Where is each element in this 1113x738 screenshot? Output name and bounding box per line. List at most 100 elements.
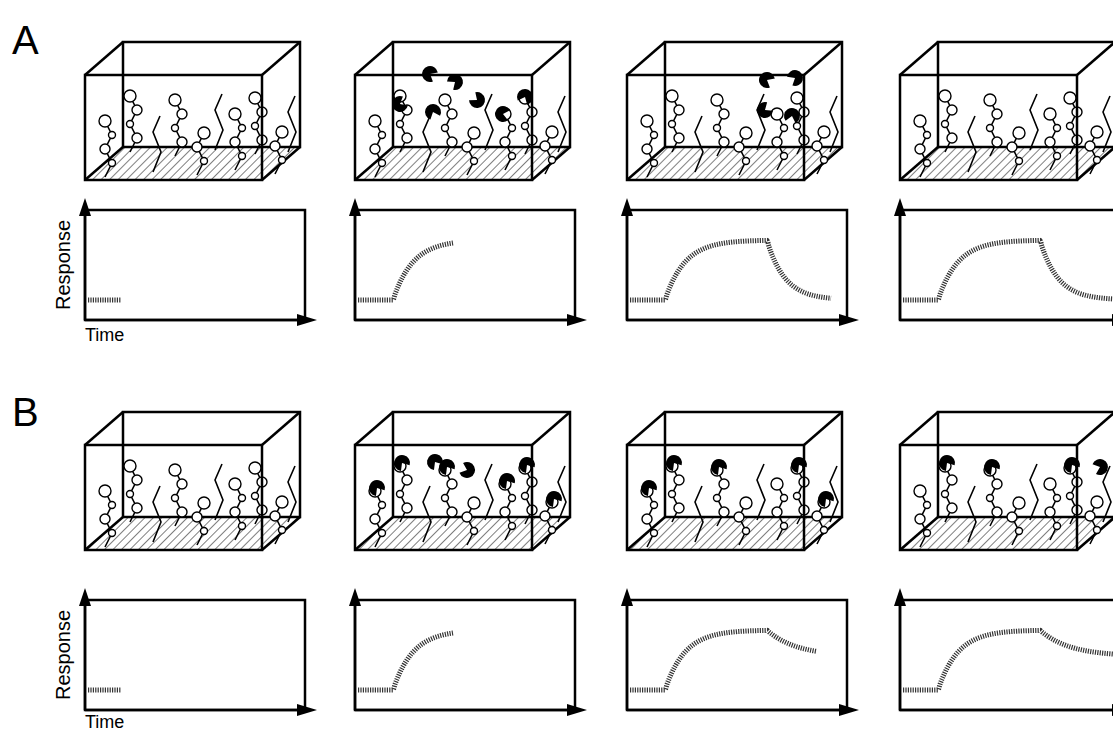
ligand-group (549, 157, 556, 164)
analyte (517, 89, 533, 105)
ligand-group (651, 530, 658, 537)
cell-edge (1077, 147, 1113, 180)
ligand-group (442, 495, 449, 502)
y-axis-arrowhead (79, 198, 91, 216)
cell-edge (804, 412, 842, 445)
cell-back-edge (665, 412, 842, 517)
ligand-group (771, 108, 783, 120)
ligand-group (369, 115, 381, 127)
sensor-surface (355, 517, 570, 550)
plot-frame (627, 600, 847, 710)
ligand-group (192, 142, 202, 152)
cell-edge (804, 517, 842, 550)
cell-front-edge (355, 445, 532, 550)
plot-frame (85, 210, 305, 320)
x-axis (627, 319, 845, 322)
ligand-group (781, 153, 788, 160)
response-curve (88, 298, 121, 303)
ligand-chain (968, 486, 976, 542)
analyte (711, 459, 727, 475)
ligand-group (740, 497, 752, 509)
cell-back-edge (393, 412, 570, 517)
x-axis-arrowhead (1112, 314, 1113, 326)
ligand-group (947, 503, 957, 513)
analyte (447, 74, 463, 90)
ligand-group (674, 503, 684, 513)
cell-edge (900, 42, 938, 75)
ligand-group (124, 90, 136, 102)
cell-edge (627, 412, 665, 445)
ligand-group (132, 105, 142, 115)
analyte (546, 491, 562, 507)
ligand-group (379, 132, 386, 139)
ligand-group (719, 479, 729, 489)
cell-back-edge (938, 42, 1113, 147)
ligand-group (540, 511, 550, 521)
ligand-group (818, 126, 830, 138)
ligand-group (522, 123, 529, 130)
response-curve (630, 630, 817, 690)
cell-front-edge (85, 75, 262, 180)
ligand-chain (153, 486, 161, 542)
ligand-group (230, 137, 240, 147)
ligand-group (734, 512, 744, 522)
ligand-group (666, 90, 678, 102)
ligand-group (132, 475, 142, 485)
cell-front-edge (627, 445, 804, 550)
y-axis (84, 208, 87, 320)
y-axis (899, 598, 902, 710)
ligand-group (740, 127, 752, 139)
ligand-chain (830, 96, 838, 152)
ligand-group (270, 511, 280, 521)
ligand-group (772, 137, 782, 147)
ligand-group (1013, 497, 1025, 509)
ligand-chain (695, 116, 703, 172)
ligand-group (252, 493, 259, 500)
ligand-chain (485, 464, 493, 520)
ligand-group (714, 495, 721, 502)
ligand-group (471, 158, 478, 165)
ligand-group (791, 92, 803, 104)
ligand-group (992, 137, 1002, 147)
cell-front-edge (900, 75, 1077, 180)
ligand-group (230, 507, 240, 517)
ligand-group (109, 132, 116, 139)
analyte (787, 70, 803, 86)
ligand-group (1016, 158, 1023, 165)
ligand-group (1064, 92, 1076, 104)
ligand-group (642, 514, 652, 524)
analyte (939, 455, 955, 471)
y-axis-arrowhead (894, 588, 906, 606)
response-curve (630, 240, 831, 300)
binding-stage (621, 42, 859, 326)
plot-frame (85, 600, 305, 710)
axis-title-y: Response (52, 220, 74, 310)
x-axis-arrowhead (567, 314, 587, 326)
ligand-group (942, 491, 949, 498)
ligand-group (169, 94, 181, 106)
plot-frame (900, 600, 1113, 710)
ligand-group (500, 137, 510, 147)
response-curve (903, 630, 1113, 690)
ligand-group (127, 491, 134, 498)
plot-frame (900, 210, 1113, 320)
ligand-group (669, 491, 676, 498)
analyte (427, 454, 443, 470)
cell-back-edge (123, 42, 300, 147)
ligand-group (109, 160, 116, 167)
ligand-group (229, 478, 241, 490)
ligand-group (379, 530, 386, 537)
ligand-group (546, 126, 558, 138)
ligand-group (201, 528, 208, 535)
ligand-chain (215, 464, 223, 520)
analyte (469, 92, 485, 108)
sensor-surface (355, 147, 570, 180)
ligand-group (229, 108, 241, 120)
ligand-group (651, 502, 658, 509)
ligand-chain (1030, 94, 1038, 150)
ligand-chain (153, 116, 161, 172)
response-curve (88, 688, 121, 693)
cell-edge (804, 147, 842, 180)
ligand-group (914, 485, 926, 497)
